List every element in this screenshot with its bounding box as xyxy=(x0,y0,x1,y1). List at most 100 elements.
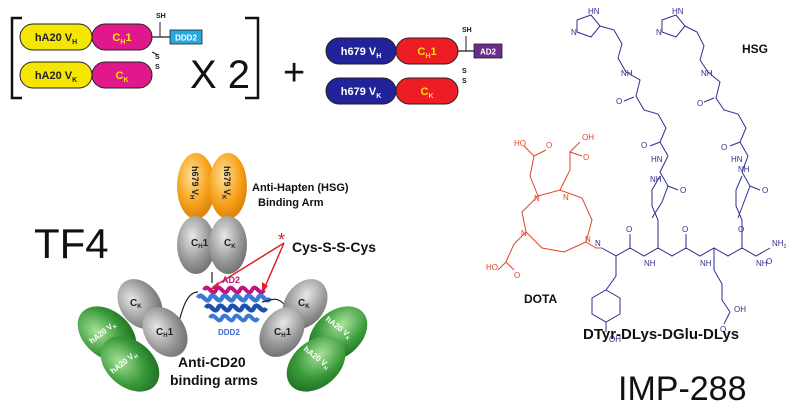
svg-text:CH1: CH1 xyxy=(417,46,436,60)
svg-text:NH: NH xyxy=(738,165,750,174)
tf4-title: TF4 xyxy=(34,220,109,267)
svg-text:N: N xyxy=(521,229,527,238)
plus-sign: + xyxy=(283,52,305,94)
svg-text:NH: NH xyxy=(756,259,768,268)
svg-text:O: O xyxy=(738,225,744,234)
svg-text:NH2: NH2 xyxy=(772,239,787,250)
svg-text:hA20 VH: hA20 VH xyxy=(35,32,77,46)
svg-text:O: O xyxy=(546,141,552,150)
svg-text:NH: NH xyxy=(644,259,656,268)
svg-text:AD2: AD2 xyxy=(222,275,240,285)
svg-text:CH1: CH1 xyxy=(156,327,174,339)
ad2-tag xyxy=(473,43,503,59)
svg-text:CK: CK xyxy=(115,70,128,84)
svg-text:h679 VH: h679 VH xyxy=(341,46,382,60)
svg-text:HO: HO xyxy=(486,263,498,272)
svg-text:N: N xyxy=(534,194,540,203)
svg-text:O: O xyxy=(680,186,686,195)
svg-text:O: O xyxy=(762,186,768,195)
left-hA20-arm: CK CH1 hA20 VK hA20 VH xyxy=(77,279,188,392)
svg-text:AD2: AD2 xyxy=(480,48,497,57)
h679-ck-domain xyxy=(395,77,459,105)
svg-text:CK: CK xyxy=(420,86,433,100)
svg-text:O: O xyxy=(626,225,632,234)
svg-text:O: O xyxy=(682,225,688,234)
svg-text:h679 VK: h679 VK xyxy=(341,86,382,100)
svg-text:HN: HN xyxy=(588,7,600,16)
svg-text:O: O xyxy=(641,141,647,150)
left-bracket xyxy=(10,16,22,100)
svg-text:Cys-S-S-Cys: Cys-S-S-Cys xyxy=(292,239,376,255)
svg-text:SH: SH xyxy=(156,13,166,20)
svg-text:N: N xyxy=(595,239,601,248)
h679-ch1-domain xyxy=(395,37,459,65)
svg-text:S: S xyxy=(462,78,467,85)
svg-text:S: S xyxy=(462,68,467,75)
svg-text:HN: HN xyxy=(731,155,743,164)
svg-text:NH: NH xyxy=(621,69,633,78)
svg-text:OH: OH xyxy=(734,305,746,314)
svg-text:DDD2: DDD2 xyxy=(218,328,240,337)
svg-text:h679 VK: h679 VK xyxy=(220,166,232,200)
h679-fv-pair: h679 VH h679 VK xyxy=(177,153,247,219)
construct-h679-ad2: h679 VH CH1 AD2 SH S S h679 VK CK xyxy=(325,27,503,105)
hsg-label: HSG xyxy=(742,42,768,56)
ch1-domain xyxy=(91,23,153,51)
svg-text:Anti-Hapten (HSG): Anti-Hapten (HSG) xyxy=(252,182,349,194)
svg-text:HN: HN xyxy=(672,7,684,16)
imp288-structure: N HN NH O O HN O N HN NH O O HN O HSG xyxy=(486,7,787,408)
svg-text:CH1: CH1 xyxy=(274,327,292,339)
svg-text:CK: CK xyxy=(224,238,236,250)
hsg-arm-left xyxy=(576,14,679,219)
right-hA20-arm: CK CH1 hA20 VK hA20 VH xyxy=(259,279,368,392)
peptide-backbone xyxy=(591,175,771,332)
ddd2-dimer: DDD2 xyxy=(195,293,273,337)
svg-text:N: N xyxy=(656,28,662,37)
svg-text:OH: OH xyxy=(582,133,594,142)
svg-text:N: N xyxy=(563,193,569,202)
svg-text:CK: CK xyxy=(130,298,142,310)
svg-text:Binding Arm: Binding Arm xyxy=(258,197,324,209)
svg-text:NH: NH xyxy=(700,259,712,268)
svg-text:O: O xyxy=(514,271,520,280)
svg-text:S: S xyxy=(155,54,160,61)
dota-cage xyxy=(497,141,602,271)
svg-text:OH: OH xyxy=(609,335,621,344)
svg-text:hA20 VK: hA20 VK xyxy=(35,70,77,84)
svg-text:NH: NH xyxy=(701,69,713,78)
svg-text:S: S xyxy=(155,64,160,71)
svg-text:N: N xyxy=(585,235,591,244)
svg-text:O: O xyxy=(616,97,622,106)
right-bracket xyxy=(245,16,260,100)
peptide-label: DTyr-DLys-DGlu-DLys xyxy=(583,326,739,343)
svg-text:HN: HN xyxy=(651,155,663,164)
tf4-assembly: TF4 h679 VH h679 VK CH1 CK Anti-Hapten (… xyxy=(34,153,376,392)
svg-text:O: O xyxy=(766,257,772,266)
imp288-label: IMP-288 xyxy=(618,370,747,408)
svg-text:*: * xyxy=(278,230,285,250)
ck-domain xyxy=(91,61,153,89)
svg-text:HO: HO xyxy=(514,139,526,148)
dota-label: DOTA xyxy=(524,292,557,306)
times-two: X 2 xyxy=(190,53,250,97)
construct-hA20-ddd2: hA20 VH CH1 DDD2 SH S S hA20 VK CK X 2 xyxy=(10,13,260,100)
svg-text:CH1: CH1 xyxy=(112,32,131,46)
svg-text:NH: NH xyxy=(650,175,662,184)
svg-text:CK: CK xyxy=(298,298,310,310)
svg-text:O: O xyxy=(697,99,703,108)
hsg-arm-right xyxy=(661,14,761,219)
ad2-helix: AD2 xyxy=(202,275,266,295)
ddd2-tag xyxy=(169,29,203,45)
svg-text:binding arms: binding arms xyxy=(170,372,258,388)
svg-text:O: O xyxy=(583,153,589,162)
h679-fab-constant: CH1 CK xyxy=(177,216,247,274)
svg-text:CH1: CH1 xyxy=(191,238,209,250)
svg-text:O: O xyxy=(721,143,727,152)
svg-text:h679 VH: h679 VH xyxy=(188,166,200,199)
svg-text:O: O xyxy=(720,325,726,334)
svg-text:Anti-CD20: Anti-CD20 xyxy=(178,354,246,370)
svg-text:N: N xyxy=(571,28,577,37)
svg-text:DDD2: DDD2 xyxy=(175,34,197,43)
svg-text:SH: SH xyxy=(462,27,472,34)
